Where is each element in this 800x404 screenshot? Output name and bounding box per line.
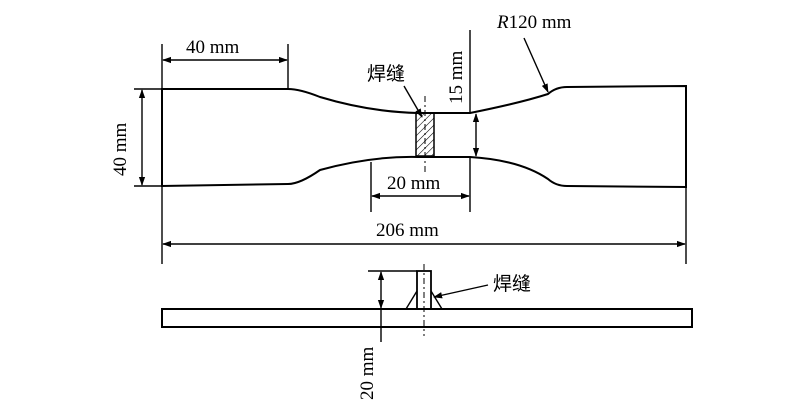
fillet-weld-right <box>430 290 443 310</box>
grip-length-label: 40 mm <box>186 37 240 58</box>
rib-side-view <box>416 270 432 310</box>
radius-value: 120 mm <box>509 12 572 33</box>
plate-side-view <box>161 308 693 328</box>
radius-leader <box>523 37 549 93</box>
radius-letter: R <box>496 12 509 33</box>
neck-width-label: 15 mm <box>446 50 467 104</box>
rib-height-label: 20 mm <box>357 346 378 400</box>
specimen-outline-top-view <box>161 84 687 189</box>
total-length-label: 206 mm <box>376 220 439 241</box>
radius-label: R120 mm <box>496 12 572 33</box>
weld-leader-bottom <box>433 284 489 299</box>
weld-label-top: 焊缝 <box>367 63 405 85</box>
fillet-weld-left <box>405 290 418 310</box>
weld-gap-label: 20 mm <box>387 173 441 194</box>
grip-width-label: 40 mm <box>110 122 131 176</box>
weld-leader-top <box>403 85 423 118</box>
weld-label-bottom: 焊缝 <box>493 273 531 295</box>
